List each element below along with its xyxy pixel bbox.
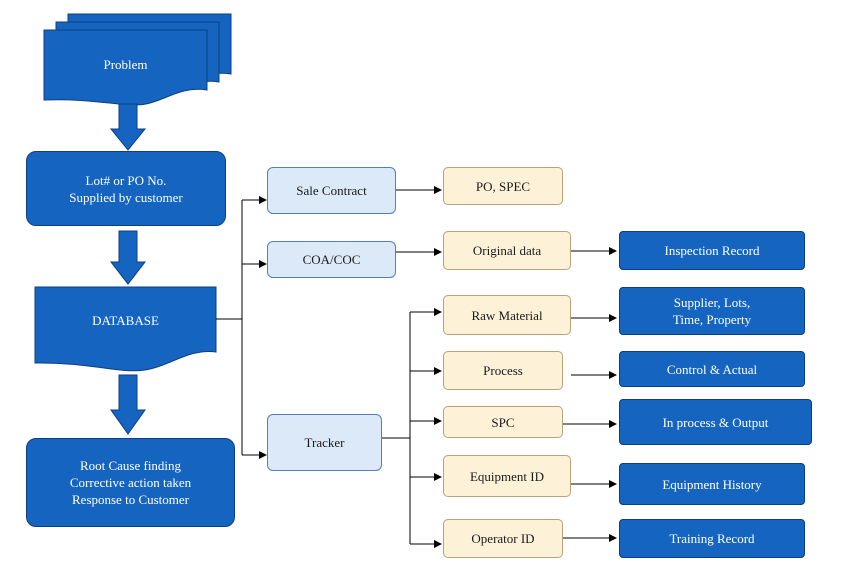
down-arrow-problem-to-lot xyxy=(109,103,147,151)
problem-document-front xyxy=(43,29,208,106)
process-node: Process xyxy=(443,351,563,390)
raw-material-node: Raw Material xyxy=(443,295,571,335)
sale-contract-node: Sale Contract xyxy=(267,167,396,214)
equipment-history-node: Equipment History xyxy=(619,463,805,505)
supplier-lots-node: Supplier, Lots, Time, Property xyxy=(619,287,805,335)
tracker-node: Tracker xyxy=(267,414,382,471)
root-cause-node: Root Cause finding Corrective action tak… xyxy=(26,438,235,527)
problem-label: Problem xyxy=(103,56,148,72)
control-actual-node: Control & Actual xyxy=(619,351,805,387)
problem-document-stack xyxy=(43,13,232,106)
in-process-output-node: In process & Output xyxy=(619,399,812,445)
equipment-id-node: Equipment ID xyxy=(443,455,571,497)
original-data-node: Original data xyxy=(443,231,571,270)
coa-coc-node: COA/COC xyxy=(267,241,396,278)
lot-po-node: Lot# or PO No. Supplied by customer xyxy=(26,151,226,226)
po-spec-node: PO, SPEC xyxy=(443,167,563,205)
training-record-node: Training Record xyxy=(619,519,805,558)
connector-level3-to-level4 xyxy=(563,247,617,542)
spc-node: SPC xyxy=(443,406,563,438)
database-label: DATABASE xyxy=(92,312,159,328)
down-arrow-lot-to-database xyxy=(109,230,147,285)
inspection-record-node: Inspection Record xyxy=(619,231,805,270)
connector-database-branch xyxy=(216,196,267,459)
database-document-shape xyxy=(34,286,217,372)
connector-tracker-branch xyxy=(382,308,442,548)
connector-level2 xyxy=(396,186,442,256)
operator-id-node: Operator ID xyxy=(443,519,563,558)
down-arrow-database-to-rootcause xyxy=(110,374,146,435)
